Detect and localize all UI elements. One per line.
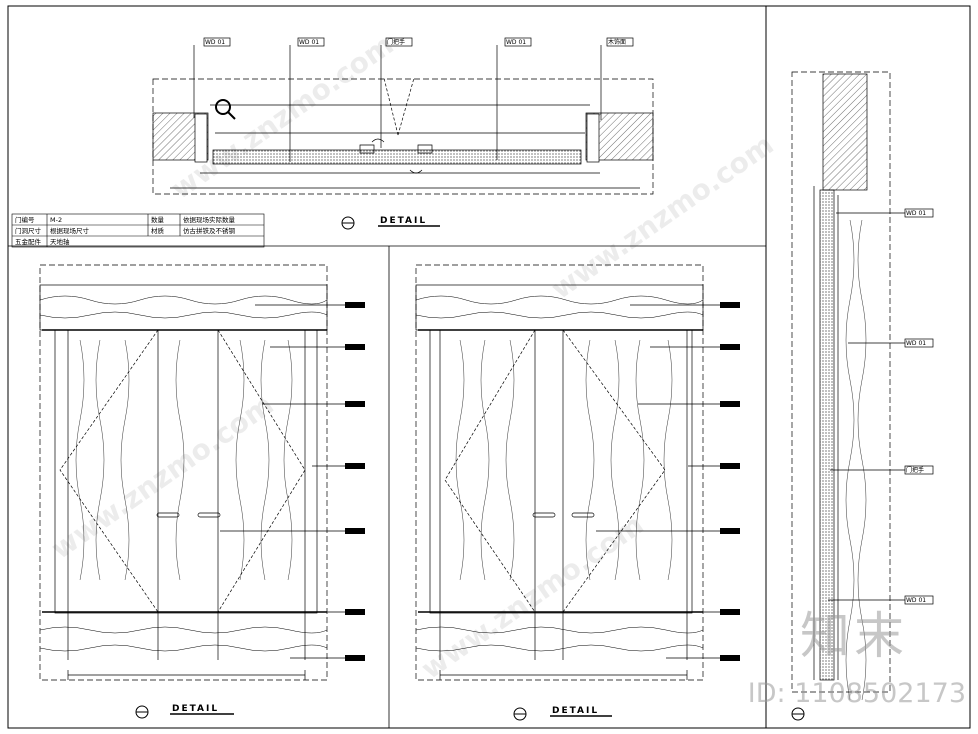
elevation-left-detail-label: DETAIL	[172, 704, 219, 714]
plan-detail-label: DETAIL	[380, 216, 427, 226]
section-marker-icon	[341, 216, 355, 230]
section-tag-1: WD 01	[906, 210, 926, 217]
section-marker-icon	[513, 707, 527, 721]
svg-text:www.znzmo.com: www.znzmo.com	[415, 508, 649, 686]
elevation-right	[415, 264, 720, 681]
svg-text:材质: 材质	[151, 226, 165, 235]
svg-text:门洞尺寸: 门洞尺寸	[15, 226, 42, 235]
svg-text:五金配件: 五金配件	[15, 237, 42, 246]
watermark-brand: 知末	[800, 607, 908, 665]
plan-tag-3: 门把手	[387, 38, 405, 46]
svg-text:仿古拼铁及不锈钢: 仿古拼铁及不锈钢	[183, 226, 236, 235]
section-tags	[904, 208, 934, 605]
plan-tag-4: WD 01	[506, 39, 526, 46]
svg-text:根据现场尺寸: 根据现场尺寸	[50, 226, 90, 235]
plan-tag-5: 木饰面	[608, 38, 626, 46]
elevation-left	[39, 264, 345, 681]
plan-view	[152, 45, 654, 195]
watermark-id: ID: 1108502173	[747, 678, 966, 709]
svg-text:www.znzmo.com: www.znzmo.com	[45, 388, 279, 566]
magnifier-icon[interactable]	[215, 99, 236, 120]
info-table	[11, 213, 265, 248]
svg-text:依据现场实际数量: 依据现场实际数量	[183, 215, 236, 224]
svg-text:门编号: 门编号	[15, 215, 35, 224]
svg-text:M-2: M-2	[50, 216, 62, 224]
elevation-right-detail-label: DETAIL	[552, 706, 599, 716]
info-table-text: 门编号 M-2 数量 依据现场实际数量 门洞尺寸 根据现场尺寸 材质 仿古拼铁及…	[15, 215, 236, 246]
svg-text:天地轴: 天地轴	[50, 237, 70, 246]
elevation-left-tags	[345, 302, 365, 661]
plan-tag-2: WD 01	[299, 39, 319, 46]
section-marker-icon	[135, 705, 149, 719]
section-marker-icon	[791, 707, 805, 721]
plan-tags	[203, 37, 634, 47]
sheet-frame	[7, 5, 971, 729]
section-tag-2: WD 01	[906, 340, 926, 347]
plan-tag-1: WD 01	[205, 39, 225, 46]
svg-text:数量: 数量	[151, 215, 165, 224]
section-view	[791, 71, 934, 701]
section-tag-3: 门把手	[906, 466, 924, 474]
elevation-right-tags	[720, 302, 740, 661]
section-tag-4: WD 01	[906, 597, 926, 604]
